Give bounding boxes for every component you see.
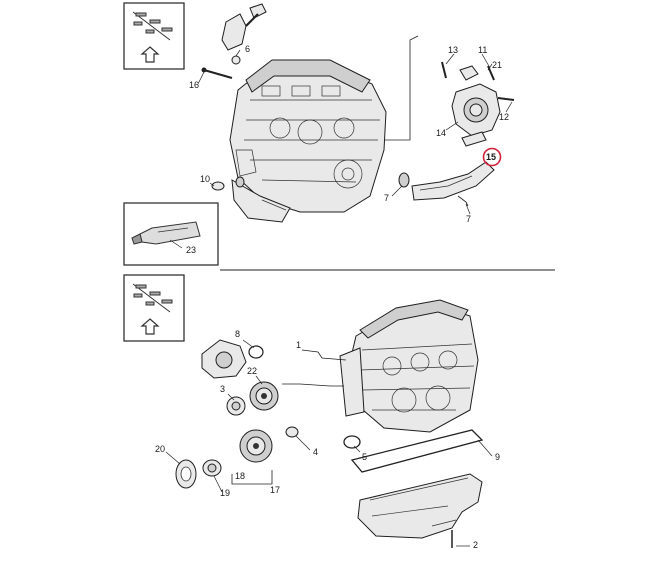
orientation-arrow-icon bbox=[123, 2, 185, 70]
crank-gear bbox=[239, 426, 299, 463]
pulley-3 bbox=[226, 396, 246, 416]
seal-ring-10 bbox=[211, 176, 245, 191]
bracket-line-1 bbox=[301, 349, 347, 361]
label-4: 4 bbox=[313, 447, 318, 457]
engine-block-bottom bbox=[339, 299, 479, 433]
label-3: 3 bbox=[220, 384, 225, 394]
oil-pan bbox=[357, 473, 483, 548]
label-18: 18 bbox=[235, 471, 245, 481]
label-22: 22 bbox=[247, 366, 257, 376]
label-15: 15 bbox=[486, 152, 496, 162]
label-7-right: 7 bbox=[466, 214, 471, 224]
label-13: 13 bbox=[448, 45, 458, 55]
label-10: 10 bbox=[200, 174, 210, 184]
bracket-line-top bbox=[384, 35, 419, 141]
label-2: 2 bbox=[473, 540, 478, 550]
water-pump bbox=[201, 339, 264, 379]
label-14: 14 bbox=[436, 128, 446, 138]
label-17: 17 bbox=[270, 485, 280, 495]
thermostat-housing bbox=[441, 61, 515, 147]
label-23: 23 bbox=[186, 245, 196, 255]
seal-20 bbox=[175, 459, 197, 489]
gear-22 bbox=[249, 381, 279, 411]
engine-block-top bbox=[229, 59, 387, 223]
bracket-line-22 bbox=[282, 383, 344, 387]
bolt-16 bbox=[201, 67, 233, 79]
part-labels-bottom: 8 1 22 3 4 5 9 20 18 19 17 2 bbox=[155, 329, 500, 550]
label-12: 12 bbox=[499, 112, 509, 122]
bracket-line-17 bbox=[231, 470, 273, 485]
label-9: 9 bbox=[495, 452, 500, 462]
label-19: 19 bbox=[220, 488, 230, 498]
hub-19 bbox=[202, 459, 222, 477]
label-6: 6 bbox=[245, 44, 250, 54]
highlight-ring bbox=[482, 147, 502, 167]
label-16: 16 bbox=[189, 80, 199, 90]
oil-pan-gasket bbox=[350, 429, 484, 473]
sealant-tube-icon bbox=[123, 202, 219, 266]
label-21: 21 bbox=[492, 60, 502, 70]
label-11: 11 bbox=[478, 45, 487, 55]
seal-ring-5 bbox=[343, 435, 361, 449]
label-7-left: 7 bbox=[384, 193, 389, 203]
label-1: 1 bbox=[296, 340, 301, 350]
leader-lines bbox=[165, 49, 513, 547]
label-20: 20 bbox=[155, 444, 165, 454]
water-pipe bbox=[398, 161, 495, 207]
orientation-arrow-icon bbox=[123, 274, 185, 342]
part-labels-top: 6 16 13 11 21 12 14 15 10 7 7 23 bbox=[186, 44, 509, 255]
label-8: 8 bbox=[235, 329, 240, 339]
coolant-outlet-pipe bbox=[221, 3, 267, 65]
label-5: 5 bbox=[362, 452, 367, 462]
